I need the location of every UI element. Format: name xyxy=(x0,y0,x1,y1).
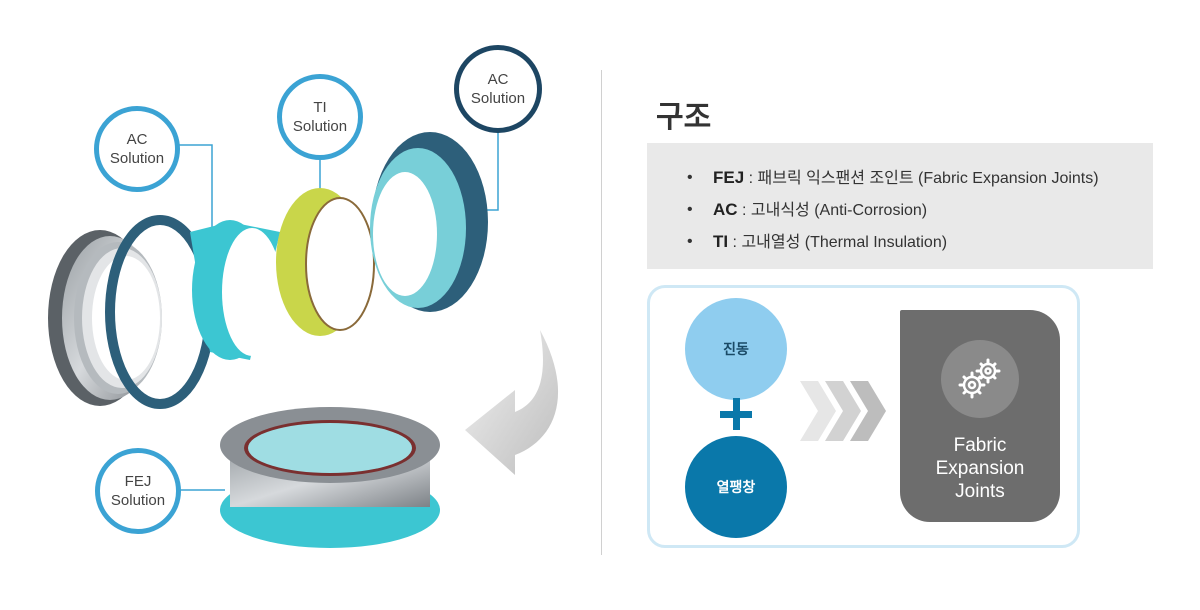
vibration-bubble: 진동 xyxy=(685,298,787,400)
callout-ti: TI Solution xyxy=(277,74,363,160)
structure-list: • FEJ : 패브릭 익스팬션 조인트 (Fabric Expansion J… xyxy=(647,143,1153,258)
bullet: • xyxy=(687,169,693,186)
list-item: • TI : 고내열성 (Thermal Insulation) xyxy=(687,226,1153,258)
ac-sleeve-left xyxy=(190,220,282,360)
vibration-label: 진동 xyxy=(723,341,749,357)
abbr-ac: AC xyxy=(713,200,738,219)
gear-glyph xyxy=(958,358,1001,399)
gears-icon xyxy=(941,340,1019,418)
list-item: • FEJ : 패브릭 익스팬션 조인트 (Fabric Expansion J… xyxy=(687,162,1153,194)
abbr-ti: TI xyxy=(713,232,729,251)
plus-icon xyxy=(720,398,752,430)
ac-sleeve-right xyxy=(370,132,488,312)
callout-ac-right-line2: Solution xyxy=(470,90,526,107)
vertical-divider xyxy=(601,70,602,555)
bullet: • xyxy=(687,201,693,218)
curved-arrow-icon xyxy=(465,330,559,475)
flow-diagram: 진동 열팽창 xyxy=(647,285,1080,548)
callout-ac-right-line1: AC xyxy=(487,71,509,88)
desc-ac: : 고내식성 (Anti-Corrosion) xyxy=(737,202,928,219)
expansion-joint-drawing xyxy=(48,120,559,548)
callout-ac-left-line2: Solution xyxy=(109,150,165,167)
callout-fej: FEJ Solution xyxy=(95,448,181,534)
section-title: 구조 xyxy=(656,101,712,134)
callout-ti-line2: Solution xyxy=(292,118,348,135)
fej-result-label: Fabric Expansion Joints xyxy=(936,434,1025,503)
exploded-view-illustration: AC Solution TI Solution AC Solution FEJ … xyxy=(48,45,559,548)
thermal-expansion-label: 열팽창 xyxy=(716,479,756,495)
callout-ac-right: AC Solution xyxy=(454,45,542,133)
triple-chevron-icon xyxy=(800,381,886,441)
callout-ti-line1: TI xyxy=(313,99,327,116)
callout-ac-left-line1: AC xyxy=(126,131,148,148)
structure-info-box: • FEJ : 패브릭 익스팬션 조인트 (Fabric Expansion J… xyxy=(647,143,1153,269)
bullet: • xyxy=(687,233,693,250)
desc-ti: : 고내열성 (Thermal Insulation) xyxy=(728,234,948,251)
callout-fej-line2: Solution xyxy=(110,492,166,509)
abbr-fej: FEJ xyxy=(713,168,745,187)
result-line-3: Joints xyxy=(955,481,1005,502)
left-flange-bellows xyxy=(48,215,215,409)
fej-result-card: Fabric Expansion Joints xyxy=(900,310,1060,522)
ti-sleeve xyxy=(276,188,375,336)
assembled-fej xyxy=(220,407,440,548)
callout-fej-line1: FEJ xyxy=(124,473,152,490)
thermal-expansion-bubble: 열팽창 xyxy=(685,436,787,538)
desc-fej: : 패브릭 익스팬션 조인트 (Fabric Expansion Joints) xyxy=(744,170,1099,187)
result-line-1: Fabric xyxy=(953,435,1007,456)
callout-ac-left: AC Solution xyxy=(94,106,180,192)
result-line-2: Expansion xyxy=(935,458,1025,479)
list-item: • AC : 고내식성 (Anti-Corrosion) xyxy=(687,194,1153,226)
